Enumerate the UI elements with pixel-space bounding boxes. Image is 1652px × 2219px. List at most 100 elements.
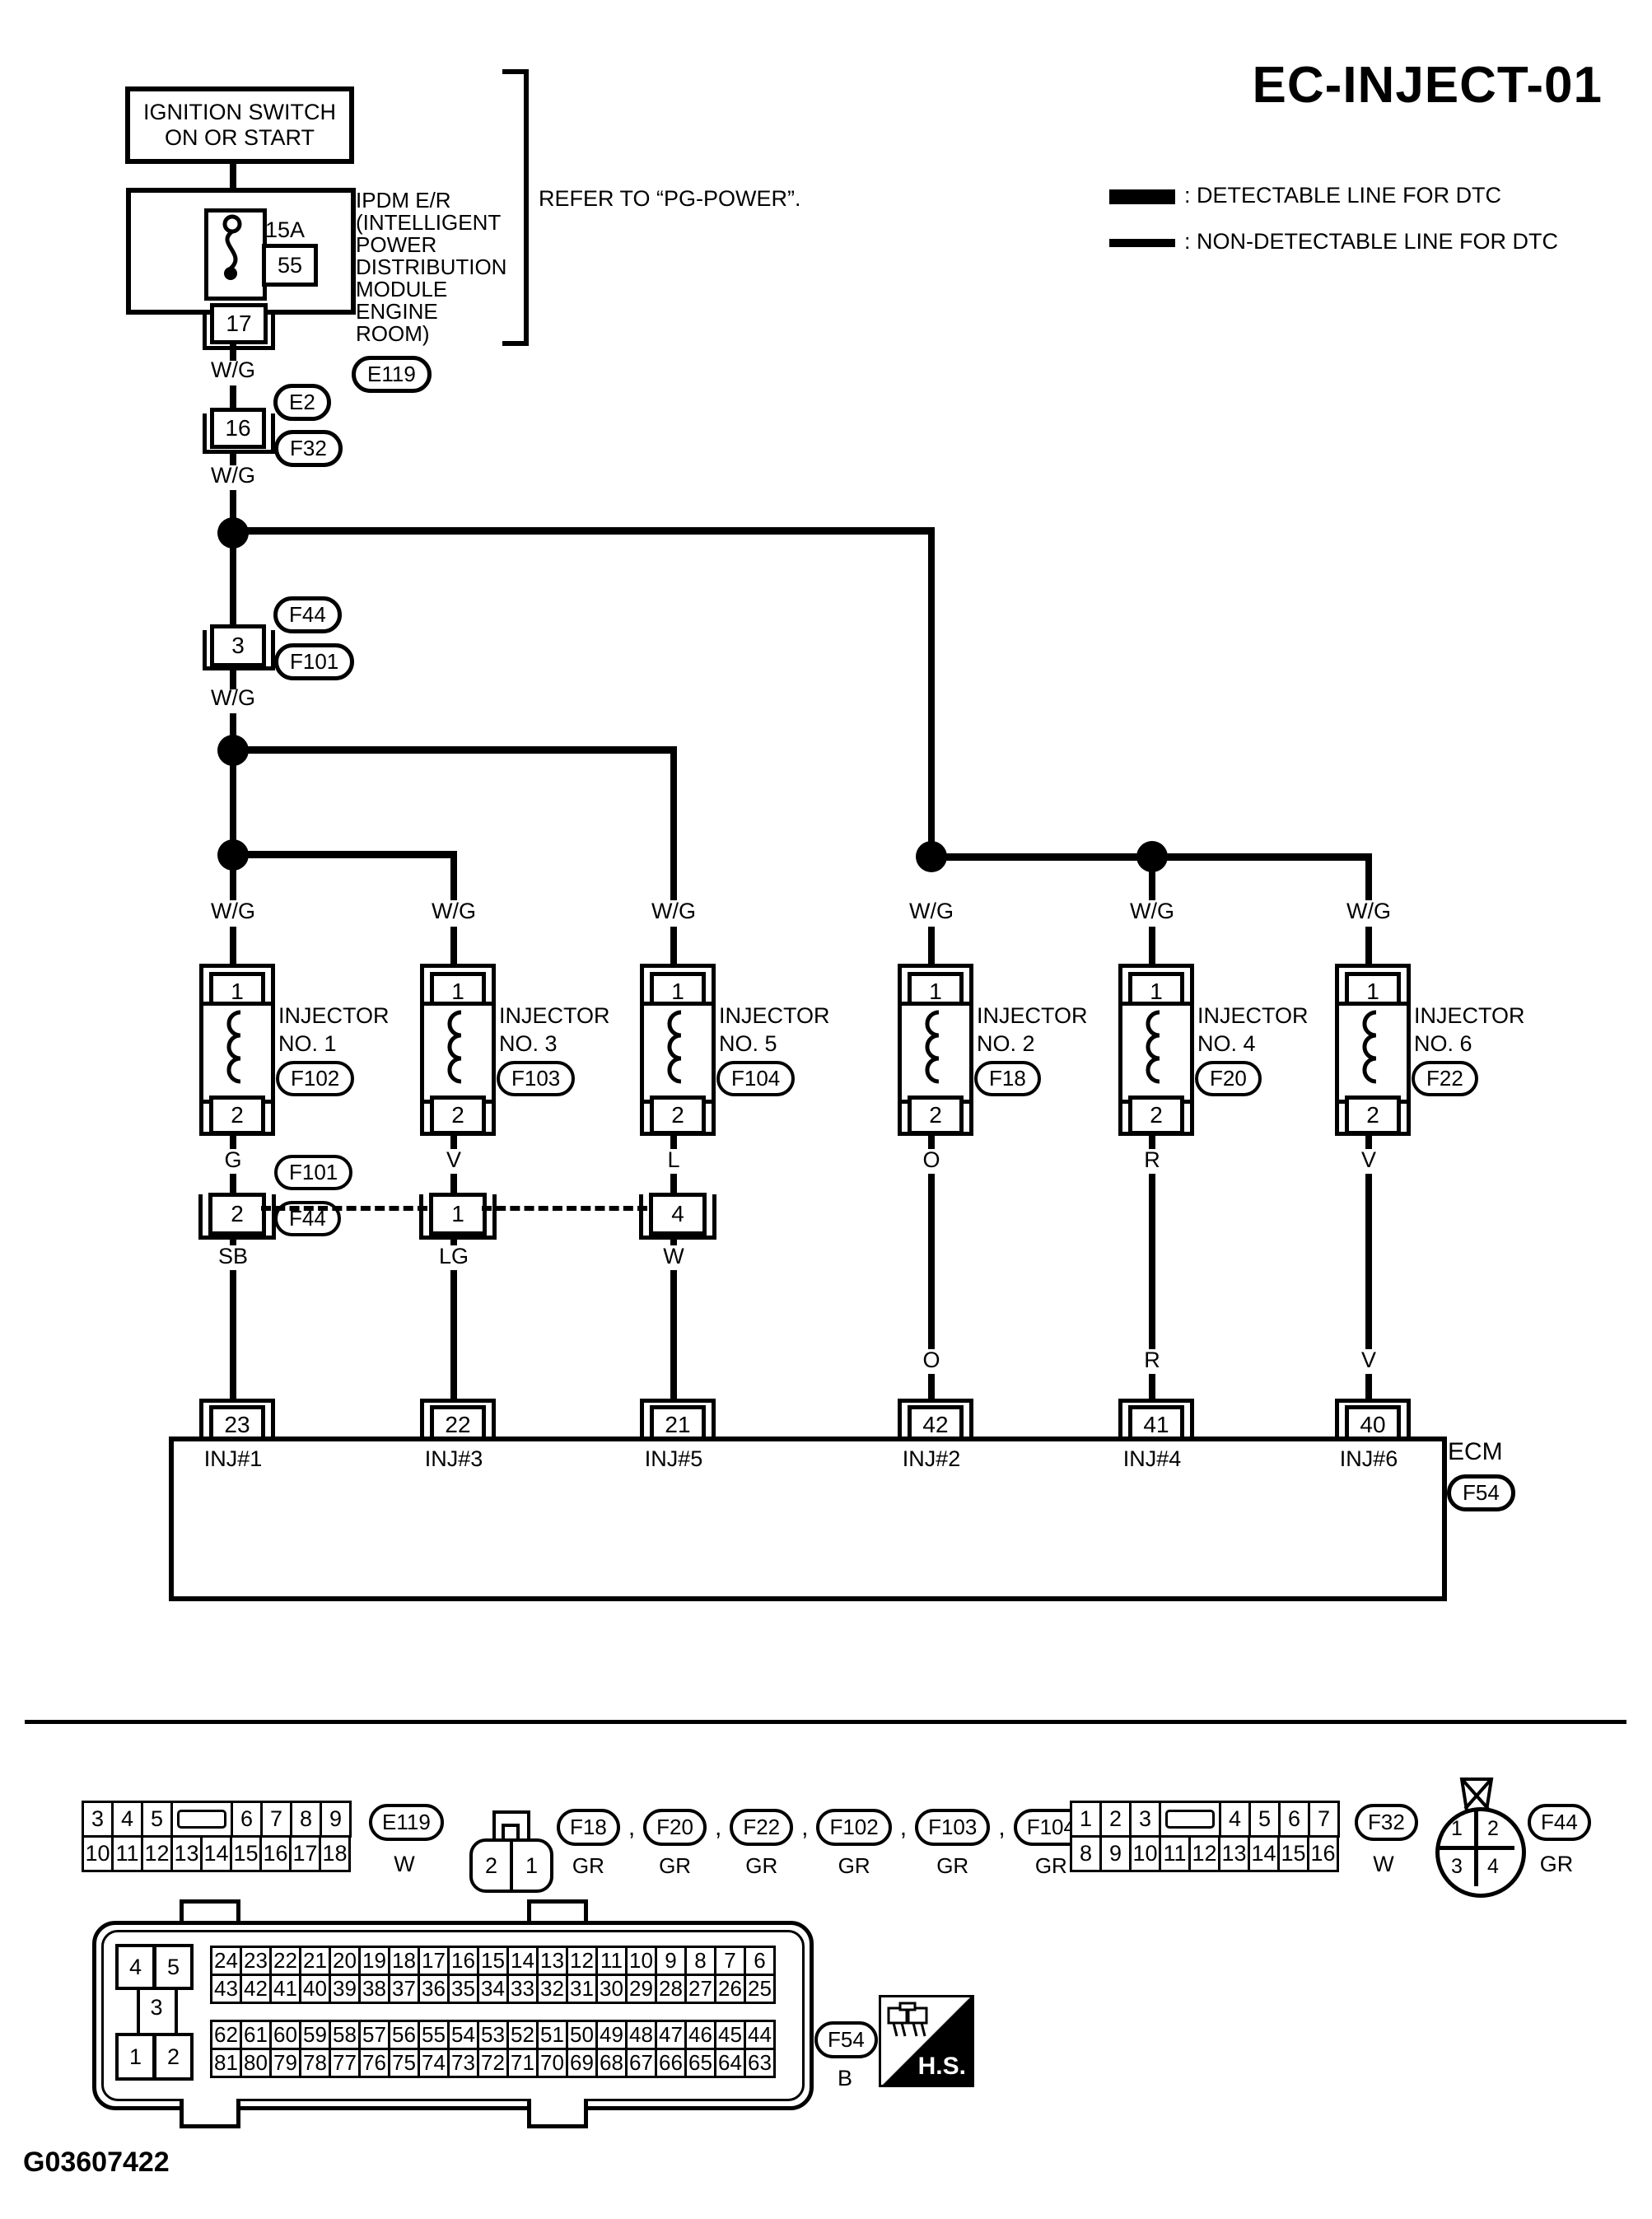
- comma: ,: [998, 1814, 1006, 1841]
- connector-f20: F20: [643, 1809, 707, 1846]
- injector-body: [1118, 1002, 1194, 1104]
- dashed-link: [261, 1206, 427, 1211]
- pin-cell: 9: [1099, 1835, 1132, 1872]
- comma: ,: [801, 1814, 809, 1841]
- injector-label: INJECTOR: [1414, 1003, 1525, 1028]
- ipdm-pin-17: 17: [210, 303, 268, 344]
- injector-pin-bottom: 2: [908, 1095, 964, 1135]
- refer-bracket: [502, 69, 529, 346]
- wire-color-label: SB: [217, 1244, 249, 1268]
- terminal-cup: [420, 964, 496, 1007]
- wire-color-label: LG: [438, 1244, 469, 1268]
- connector-item: F22 GR: [730, 1809, 794, 1879]
- wire: [1149, 857, 1155, 900]
- connector-f44: F44: [273, 596, 342, 633]
- joint-pin-16: 16: [210, 408, 266, 449]
- pin-cell: 13: [536, 1946, 568, 1976]
- comma: ,: [714, 1814, 722, 1841]
- pin-cell: 11: [111, 1835, 143, 1872]
- pin-cell: 42: [240, 1974, 272, 2004]
- fuse-rating-label: 15A: [265, 217, 306, 242]
- pin-cell: 28: [655, 1974, 687, 2004]
- ignition-switch-box: IGNITION SWITCH ON OR START: [125, 86, 354, 164]
- ecm-pin-label: INJ#4: [1122, 1446, 1182, 1471]
- wire-color-label: W/G: [909, 899, 954, 923]
- connector-f32: F32: [274, 430, 343, 467]
- pin-cell: 3: [1129, 1801, 1161, 1838]
- page-title: EC-INJECT-01: [1252, 57, 1603, 114]
- pin-cell: 80: [240, 2048, 272, 2078]
- pin-cell: 8: [290, 1801, 322, 1838]
- pin-cell: 12: [1188, 1835, 1220, 1872]
- terminal-cup: [199, 964, 275, 1007]
- injector-body: [1335, 1002, 1411, 1104]
- junction-dot: [217, 735, 249, 766]
- terminal-cup: [203, 310, 275, 350]
- pin-cell: 26: [714, 1974, 746, 2004]
- junction-dot: [916, 841, 947, 872]
- ecm-label: ECM: [1448, 1438, 1503, 1465]
- pin-cell: 54: [447, 2020, 479, 2050]
- wire: [670, 1174, 677, 1194]
- pin-cell: 5: [153, 1944, 194, 1990]
- connector-e119: E119: [352, 356, 432, 393]
- pin-cell: 52: [506, 2020, 539, 2050]
- pin-cell: 1: [525, 1852, 539, 1878]
- wire: [1149, 1374, 1155, 1399]
- pin-cell: 63: [744, 2048, 776, 2078]
- injector-number: NO. 2: [977, 1031, 1035, 1056]
- key-tab-icon: [1459, 1778, 1494, 1812]
- comma: ,: [628, 1814, 636, 1841]
- wire: [230, 490, 236, 518]
- terminal-cup: [203, 413, 275, 454]
- wire-color-label: W/G: [651, 899, 696, 923]
- connector-f102: F102: [276, 1061, 355, 1096]
- injector-body: [420, 1002, 496, 1104]
- pin-cell: 3: [1451, 1855, 1463, 1878]
- pin-link-line: [137, 1987, 140, 2036]
- pin-cell: 21: [299, 1946, 331, 1976]
- wire: [928, 527, 935, 858]
- pin-cell: 40: [299, 1974, 331, 2004]
- wire-color-label: V: [1360, 1348, 1376, 1372]
- ipdm-name-line: ENGINE: [356, 299, 438, 324]
- terminal-cup: [420, 1399, 496, 1441]
- wire-color-label: W/G: [1346, 899, 1391, 923]
- connector-e119: E119: [369, 1804, 444, 1841]
- ignition-switch-line2: ON OR START: [164, 125, 315, 150]
- ecm-box: [169, 1437, 1447, 1601]
- coil-icon: [226, 1010, 241, 1084]
- pin-cell: 23: [240, 1946, 272, 1976]
- fuse-slot-number: 55: [262, 244, 318, 287]
- pin-cell: 68: [595, 2048, 628, 2078]
- pin-cell: 3: [150, 1995, 163, 2020]
- pin-cell: 9: [655, 1946, 687, 1976]
- pin-cell: 6: [231, 1801, 263, 1838]
- doc-id: G03607422: [23, 2147, 170, 2178]
- pin-cell: 13: [170, 1835, 203, 1872]
- wire: [1149, 1132, 1155, 1149]
- pin-cell: 11: [595, 1946, 628, 1976]
- wire-color-label: R: [1144, 1147, 1160, 1172]
- key-slot: [170, 1801, 233, 1838]
- round-connector-f44: [1435, 1807, 1526, 1898]
- wire: [450, 1174, 457, 1194]
- pin-cell: 8: [684, 1946, 716, 1976]
- wire: [230, 344, 236, 361]
- wire: [670, 1270, 677, 1399]
- connector-color-label: GR: [572, 1853, 604, 1878]
- wire: [230, 385, 236, 409]
- ipdm-name-line: ROOM): [356, 321, 430, 346]
- wire: [230, 927, 236, 968]
- wire-color-label: G: [224, 1147, 242, 1172]
- injector-pin-bottom: 2: [1128, 1095, 1184, 1135]
- pin-cell: 3: [82, 1801, 114, 1838]
- wire-color-label: W/G: [432, 899, 476, 923]
- coil-icon: [667, 1010, 682, 1084]
- pin-cell: 55: [418, 2020, 450, 2050]
- pin-cell: 16: [259, 1835, 292, 1872]
- refer-note: REFER TO “PG-POWER”.: [539, 186, 801, 211]
- pin-cell: 81: [210, 2048, 242, 2078]
